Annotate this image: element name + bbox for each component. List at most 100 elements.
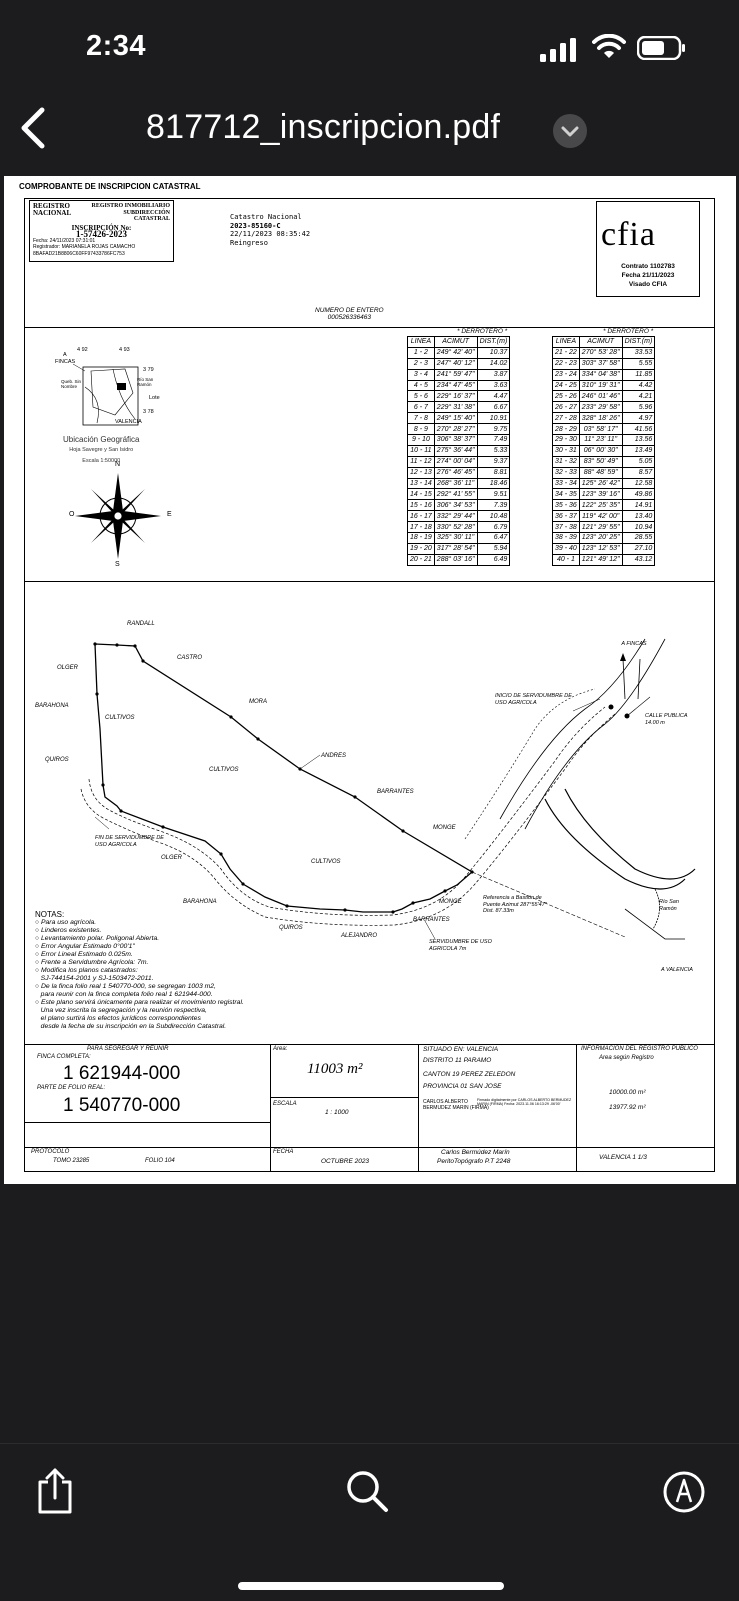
document-title[interactable]: 817712_inscripcion.pdf [146, 108, 501, 146]
fecha-value: OCTUBRE 2023 [321, 1158, 370, 1165]
plan-randall: RANDALL [127, 621, 155, 627]
plan-monge1: MONGE [433, 825, 456, 831]
derrotero-left-cell: 18.46 [476, 477, 511, 490]
derrotero-left-cell: 3.87 [476, 368, 511, 381]
bottom-vline-3 [576, 1044, 577, 1172]
loc-a: A [63, 352, 67, 358]
escala-label: ESCALA [273, 1101, 297, 1107]
derrotero-left-cell: 270° 28' 27" [433, 423, 478, 436]
plan-calle-publica: CALLE PUBLICA 14.00 m [645, 713, 688, 726]
home-indicator[interactable] [238, 1582, 504, 1590]
nota-item: para reunir con la finca completa folio … [35, 991, 213, 998]
pdf-page[interactable]: COMPROBANTE DE INSCRIPCION CATASTRAL REG… [4, 176, 736, 1184]
derrotero-right-header-1: ACIMUT [578, 336, 623, 348]
derrotero-right-header-2: DIST.(m) [621, 336, 656, 348]
derrotero-left-cell: 275° 36' 44" [433, 444, 478, 457]
derrotero-left-cell: 7.49 [476, 434, 511, 446]
derrotero-left-cell: 249° 15' 40" [433, 412, 478, 425]
derrotero-right-cell: 25 - 26 [552, 390, 580, 403]
derrotero-right-cell: 121° 29' 55" [578, 521, 623, 534]
derrotero-left-cell: 3 - 4 [407, 368, 435, 381]
derrotero-left-cell: 325° 30' 11" [433, 532, 478, 544]
canton: CANTON 19 PEREZ ZELEDON [423, 1071, 516, 1078]
plan-serv-uso: SERVIDUMBRE DE USO AGRICOLA 7m [429, 939, 492, 952]
ubicacion-title: Ubicación Geográfica [63, 435, 140, 444]
derrotero-left-cell: 234° 47' 45" [433, 379, 478, 392]
nota-item: desde la fecha de su inscripción en la S… [35, 1023, 227, 1030]
plan-castro: CASTRO [177, 655, 203, 661]
derrotero-right-cell: 83° 50' 49" [578, 455, 623, 468]
cfia-contrato: Contrato 1102783 [621, 263, 675, 270]
derrotero-right-cell: 22 - 23 [552, 357, 580, 370]
hoja-numero: VALENCIA 1 1/3 [599, 1154, 647, 1161]
derrotero-left-header-0: LINEA [407, 336, 435, 348]
search-icon[interactable] [346, 1470, 390, 1514]
derrotero-right-cell: 03° 58' 17" [578, 423, 623, 436]
bottom-vline-2 [418, 1044, 419, 1172]
loc-quebrada: Queb. Sin Nombre [61, 379, 82, 389]
loc-492: 4 92 [77, 347, 88, 353]
derrotero-left-cell: 276° 46' 45" [433, 466, 478, 479]
derrotero-right-cell: 38 - 39 [552, 532, 580, 544]
registro-logo: REGISTRO NACIONAL [33, 202, 72, 217]
markup-icon[interactable] [662, 1470, 706, 1514]
derrotero-left-cell: 2 - 3 [407, 357, 435, 370]
inscripcion-number: 1-57426-2023 [76, 229, 127, 239]
derrotero-right-cell: 5.96 [621, 401, 656, 414]
plan-drawing [80, 638, 696, 940]
doc-header: COMPROBANTE DE INSCRIPCION CATASTRAL [19, 182, 201, 191]
status-time: 2:34 [86, 30, 147, 62]
bottom-vline-1 [270, 1044, 271, 1172]
title-menu-button[interactable] [553, 114, 587, 148]
derrotero-right-cell: 88° 48' 59" [578, 466, 623, 479]
derrotero-right-cell: 303° 37' 58" [578, 357, 623, 370]
back-chevron-icon[interactable] [14, 106, 54, 150]
status-bar: 2:34 [0, 0, 739, 90]
nota-item: ○ Levantamiento polar. Poligonal Abierta… [35, 935, 160, 942]
derrotero-left-cell: 317° 28' 54" [433, 542, 478, 555]
derrotero-left-cell: 4 - 5 [407, 379, 435, 392]
nav-bar: 817712_inscripcion.pdf [0, 90, 739, 170]
catastro-line4: Reingreso [230, 238, 268, 247]
derrotero-right-cell: 43.12 [621, 553, 656, 566]
ubicacion-hoja: Hoja Savegre y San Isidro [69, 447, 134, 453]
bottom-toolbar [0, 1443, 739, 1601]
location-map [72, 363, 139, 426]
derrotero-right-cell: 27.10 [621, 542, 656, 555]
derrotero-right-cell: 123° 12' 53" [578, 542, 623, 555]
derrotero-left-cell: 6 - 7 [407, 401, 435, 414]
plan-a-fincas: A FINCAS [621, 641, 647, 647]
firma-line2: BERMUDEZ MARIN (FIRMA) [423, 1105, 489, 1111]
derrotero-right-cell: 39 - 40 [552, 542, 580, 555]
loc-lote: Lote [149, 395, 160, 401]
ubicacion-geografica: Ubicación Geográfica Hoja Savegre y San … [63, 435, 139, 466]
derrotero-right-cell: 270° 53' 28" [578, 346, 623, 359]
derrotero-right-cell: 28.55 [621, 532, 656, 544]
derrotero-left-cell: 10.91 [476, 412, 511, 425]
nota-item: ○ Linderos existentes. [35, 927, 102, 934]
derrotero-right-cell: 34 - 35 [552, 488, 580, 501]
plan-olger2: OLGER [161, 855, 183, 861]
share-icon[interactable] [34, 1466, 76, 1516]
registro-org: REGISTRO INMOBILIARIO [91, 203, 170, 209]
compass-o: O [69, 511, 75, 518]
derrotero-title-left: * DERROTERO * [457, 328, 508, 335]
derrotero-left-cell: 9.37 [476, 455, 511, 468]
area-value: 11003 m² [307, 1061, 363, 1077]
derrotero-left-cell: 249° 42' 40" [433, 346, 478, 359]
nota-item: ○ Este plano servirá únicamente para rea… [35, 999, 244, 1006]
derrotero-left-cell: 5 - 6 [407, 390, 435, 403]
